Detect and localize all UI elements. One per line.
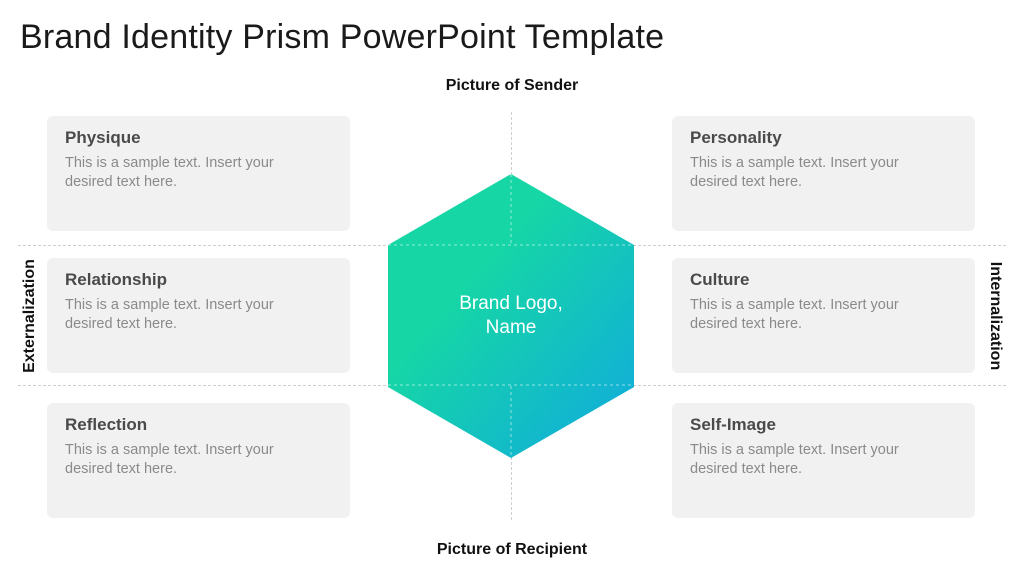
card-heading: Physique: [65, 128, 141, 147]
brand-hexagon[interactable]: Brand Logo, Name: [388, 174, 634, 458]
slide-title: Brand Identity Prism PowerPoint Template: [20, 18, 665, 56]
card-heading: Personality: [690, 128, 782, 147]
axis-label-sender: Picture of Sender: [445, 77, 579, 94]
card-heading: Self-Image: [690, 415, 776, 434]
axis-label-recipient: Picture of Recipient: [436, 541, 588, 558]
card-heading: Culture: [690, 270, 750, 289]
card-physique[interactable]: Physique This is a sample text. Insert y…: [47, 116, 350, 231]
card-body: This is a sample text. Insert your desir…: [65, 442, 274, 477]
brand-logo-line: Brand Logo,: [459, 293, 563, 314]
card-heading: Reflection: [65, 415, 148, 434]
card-culture[interactable]: Culture This is a sample text. Insert yo…: [672, 258, 975, 373]
card-reflection[interactable]: Reflection This is a sample text. Insert…: [47, 403, 350, 518]
card-body: This is a sample text. Insert your desir…: [690, 155, 899, 190]
axis-label-internalization: Internalization: [987, 261, 1004, 371]
card-body: This is a sample text. Insert your desir…: [65, 297, 274, 332]
brand-logo-name: Brand Logo, Name: [388, 292, 634, 340]
card-personality[interactable]: Personality This is a sample text. Inser…: [672, 116, 975, 231]
card-body: This is a sample text. Insert your desir…: [690, 297, 899, 332]
card-self-image[interactable]: Self-Image This is a sample text. Insert…: [672, 403, 975, 518]
card-body: This is a sample text. Insert your desir…: [65, 155, 274, 190]
hexagon-shape: [388, 174, 634, 458]
card-relationship[interactable]: Relationship This is a sample text. Inse…: [47, 258, 350, 373]
brand-name-line: Name: [485, 317, 537, 338]
axis-label-externalization: Externalization: [21, 259, 38, 373]
card-heading: Relationship: [65, 270, 168, 289]
card-body: This is a sample text. Insert your desir…: [690, 442, 899, 477]
